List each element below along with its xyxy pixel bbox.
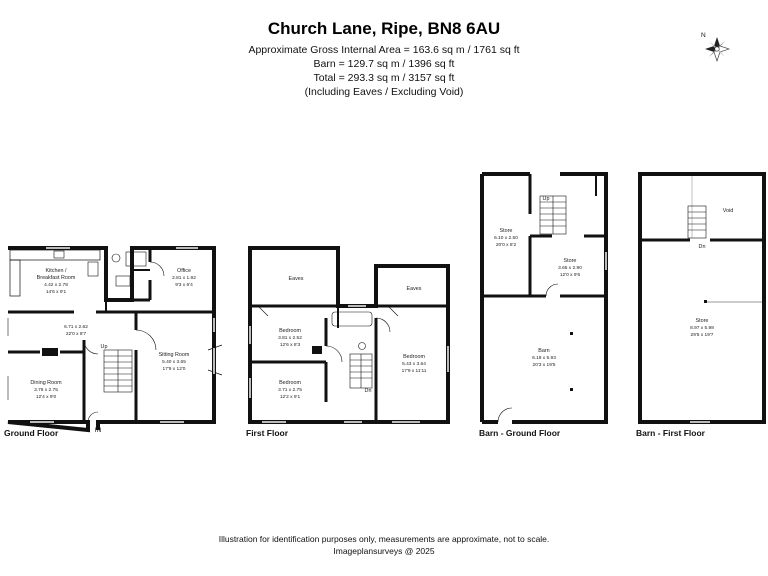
bedroom3-metric: 5.43 x 3.64 <box>402 361 426 367</box>
store2-metric: 3.65 x 2.90 <box>558 265 582 271</box>
barn-store-imperial: 29'5 x 19'7 <box>691 332 714 338</box>
kitchen-name-2: Breakfast Room <box>37 275 76 281</box>
compass-north-label: N <box>701 32 706 39</box>
bedroom2-imperial: 12'2 x 9'1 <box>280 394 301 400</box>
credit-text: Imageplansurveys @ 2025 <box>333 546 435 556</box>
first-floor-label: First Floor <box>246 428 289 438</box>
gross-area-line: Approximate Gross Internal Area = 163.6 … <box>248 44 520 56</box>
barn-area-line: Barn = 129.7 sq m / 1396 sq ft <box>313 58 455 70</box>
void-label: Void <box>723 208 734 214</box>
barn-store-name: Store <box>696 318 709 324</box>
bedroom1-imperial: 12'6 x 8'3 <box>280 342 301 348</box>
first-floor-labels: Eaves Eaves Bedroom 3.81 x 2.52 12'6 x 8… <box>278 276 427 400</box>
barn-stairs-down-label: Dn <box>699 244 706 250</box>
store1-metric: 6.10 x 2.50 <box>494 235 518 241</box>
first-floor-plan <box>248 246 450 424</box>
office-name: Office <box>177 268 191 274</box>
stairs-up-label: Up <box>101 344 108 350</box>
bedroom1-metric: 3.81 x 2.52 <box>278 335 302 341</box>
office-metric: 2.81 x 1.92 <box>172 275 196 281</box>
bedroom2-metric: 3.71 x 2.75 <box>278 387 302 393</box>
barn-room-name: Barn <box>538 348 549 354</box>
bedroom3-name: Bedroom <box>403 354 425 360</box>
hall-metric: 6.71 x 2.62 <box>64 324 88 330</box>
store2-imperial: 12'0 x 9'6 <box>560 272 581 278</box>
barn-first-floor-label: Barn - First Floor <box>636 428 705 438</box>
barn-first-labels: Void Dn Store 8.97 x 5.98 29'5 x 19'7 <box>690 208 733 338</box>
stairs-down-label: Dn <box>365 388 372 394</box>
hall-imperial: 22'0 x 8'7 <box>66 331 87 337</box>
bedroom2-name: Bedroom <box>279 380 301 386</box>
barn-stairs-up-label: Up <box>543 196 550 202</box>
disclaimer-text: Illustration for identification purposes… <box>218 534 550 544</box>
property-title: Church Lane, Ripe, BN8 6AU <box>267 19 501 38</box>
bedroom3-imperial: 17'9 x 11'11 <box>402 368 427 374</box>
sitting-room-name: Sitting Room <box>159 352 190 358</box>
kitchen-name: Kitchen / <box>46 268 67 274</box>
office-imperial: 9'3 x 6'4 <box>175 282 193 288</box>
barn-ground-labels: Up Store 6.10 x 2.50 20'0 x 8'2 Store 3.… <box>494 196 582 368</box>
barn-ground-floor-plan <box>480 172 608 424</box>
barn-first-floor-plan <box>638 172 766 424</box>
ground-floor-label: Ground Floor <box>4 428 59 438</box>
sitting-room-imperial: 17'9 x 12'0 <box>163 366 186 372</box>
barn-store-metric: 8.97 x 5.98 <box>690 325 714 331</box>
eaves-label-left: Eaves <box>289 276 304 282</box>
store1-imperial: 20'0 x 8'2 <box>496 242 517 248</box>
store1-name: Store <box>500 228 513 234</box>
eaves-note-line: (Including Eaves / Excluding Void) <box>304 86 464 98</box>
ground-floor-plan <box>7 246 223 433</box>
entrance-in-label: IN <box>95 427 102 434</box>
bedroom1-name: Bedroom <box>279 328 301 334</box>
kitchen-metric: 4.42 x 2.78 <box>44 282 68 288</box>
kitchen-imperial: 14'6 x 9'1 <box>46 289 67 295</box>
sitting-room-metric: 5.40 x 3.65 <box>162 359 186 365</box>
total-area-line: Total = 293.3 sq m / 3157 sq ft <box>313 72 455 84</box>
dining-room-imperial: 12'4 x 9'0 <box>36 394 57 400</box>
barn-ground-floor-label: Barn - Ground Floor <box>479 428 561 438</box>
barn-room-imperial: 20'3 x 19'5 <box>533 362 556 368</box>
eaves-label-right: Eaves <box>407 286 422 292</box>
barn-room-metric: 6.18 x 5.93 <box>532 355 556 361</box>
dining-room-name: Dining Room <box>30 380 62 386</box>
compass-rose-icon: N <box>701 32 730 62</box>
store2-name: Store <box>564 258 577 264</box>
ground-floor-labels: Kitchen / Breakfast Room 4.42 x 2.78 14'… <box>30 268 196 434</box>
dining-room-metric: 3.76 x 2.75 <box>34 387 58 393</box>
